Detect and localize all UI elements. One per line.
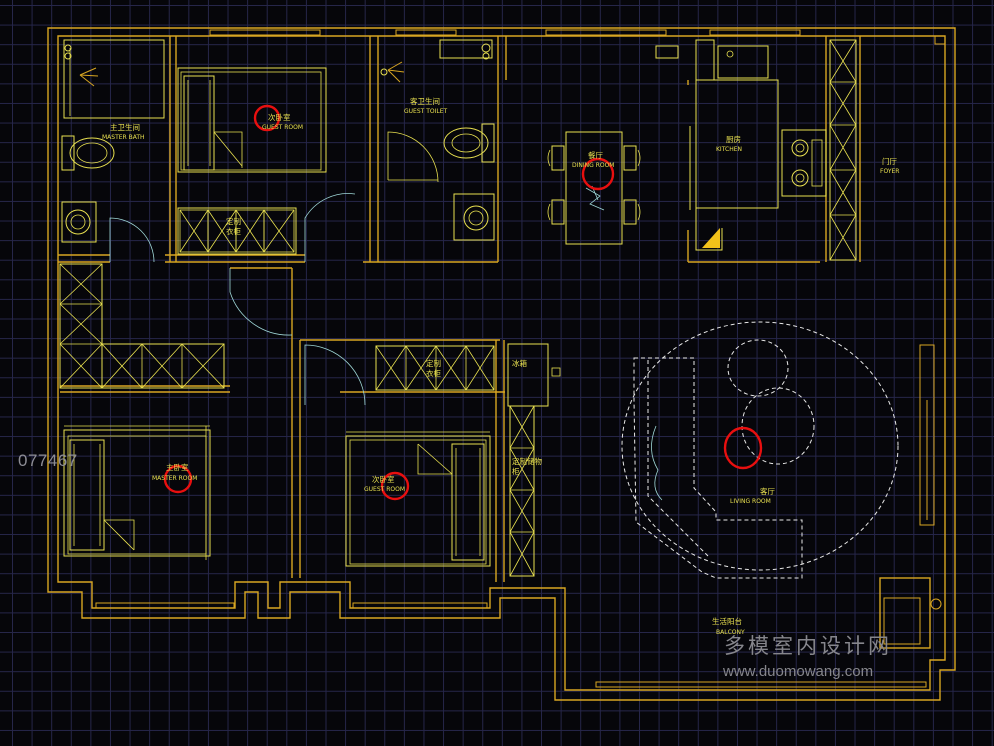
room-labels: 主卫生间 MASTER BATH 次卧室 GUEST ROOM 客卫生间 GUE… [102,96,899,636]
label-foyer-en: FOYER [880,168,899,175]
master-wardrobe [59,263,225,389]
label-wardrobe-mid-1: 定制 [426,358,441,368]
label-kitchen-en: KITCHEN [716,146,742,153]
label-dining-en: DINING ROOM [572,162,614,169]
label-wardrobe-top-2: 衣柜 [226,226,241,236]
label-storage-1: 定制储物 [512,456,542,466]
label-guest-toilet-en: GUEST TOILET [404,108,448,115]
highlight-circle-guest-room-top [253,104,281,132]
label-foyer-zh: 门厅 [882,157,897,166]
label-master-room-zh: 主卧室 [166,462,189,472]
master-bath-fixtures [61,39,165,243]
label-fridge: 冰箱 [512,358,527,368]
guest-bed-bottom [345,431,491,567]
living-furniture [621,321,899,579]
guest-toilet-fixtures [380,39,495,241]
doors [109,131,439,406]
label-balcony-zh: 生活阳台 [712,616,742,626]
outer-walls [47,27,956,701]
highlight-circle-living [723,426,763,470]
label-balcony-en: BALCONY [716,629,745,636]
guest-wardrobe-mid [375,345,495,391]
foyer-cabinet [829,39,857,261]
storage-column [507,343,561,577]
kitchen-fixtures [655,39,827,251]
watermark-url: www.duomowang.com [723,663,874,680]
highlight-circle-dining [581,157,615,191]
label-guest-toilet-zh: 客卫生间 [410,96,440,106]
highlight-marks [163,104,763,501]
label-wardrobe-top-1: 定制 [226,216,241,226]
label-kitchen-zh: 厨房 [726,134,741,144]
label-master-bath-zh: 主卫生间 [110,122,140,132]
label-storage-2: 柜 [512,466,520,476]
label-master-room-en: MASTER ROOM [152,475,197,482]
label-guest-room-top-en: GUEST ROOM [262,124,303,131]
master-bed [63,425,211,560]
label-master-bath-en: MASTER BATH [102,134,145,141]
guest-room-top-fixtures [177,67,327,255]
label-guest-room-top-zh: 次卧室 [268,112,291,122]
label-guest-room-bottom-zh: 次卧室 [372,474,395,484]
label-guest-room-bottom-en: GUEST ROOM [364,486,405,493]
label-dining-zh: 餐厅 [588,151,603,160]
dining-fixtures [547,131,641,245]
image-id-code: 077467 [18,451,78,470]
highlight-circle-master-room [163,464,193,494]
label-living-zh: 客厅 [760,486,775,496]
interior-walls [58,36,942,649]
label-living-en: LIVING ROOM [730,498,771,505]
watermark-brand: 多模室内设计网 [724,634,892,658]
label-wardrobe-mid-2: 衣柜 [426,368,441,378]
highlight-circle-guest-room-bottom [380,471,410,501]
